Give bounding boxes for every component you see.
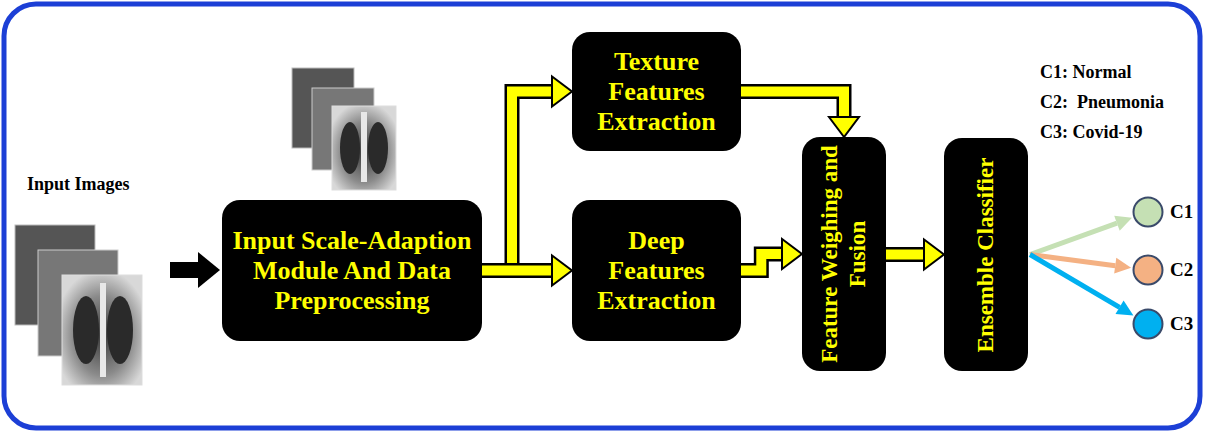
flow-arrow xyxy=(1030,216,1132,255)
class-circle: C2 xyxy=(1132,254,1164,286)
input-label: Input Images xyxy=(27,174,130,195)
process-box: Deep Features Extraction xyxy=(572,200,741,341)
class-circle: C1 xyxy=(1132,196,1164,228)
box-text: Input Scale-Adaption Module And Data Pre… xyxy=(230,226,474,316)
flow-arrow xyxy=(1030,255,1133,316)
flow-arrow xyxy=(482,77,572,271)
class-legend-text: C1: Normal xyxy=(1040,62,1131,83)
class-label: C3 xyxy=(1170,313,1193,335)
class-label: C2 xyxy=(1170,259,1193,281)
xray-stack-top xyxy=(292,68,396,190)
class-circle: C3 xyxy=(1132,308,1164,340)
flow-arrow xyxy=(886,240,944,270)
process-box: Texture Features Extraction xyxy=(572,32,741,151)
flow-arrow xyxy=(741,239,802,271)
class-label: C1 xyxy=(1170,201,1193,223)
circle-shape xyxy=(1132,308,1164,340)
vertical-process-box: Ensemble Classifier xyxy=(944,138,1028,371)
outer-frame xyxy=(4,4,1200,428)
circle-shape xyxy=(1132,254,1164,286)
xray-stack-input xyxy=(15,225,142,385)
box-text: Feature Weighing and Fusion xyxy=(816,144,872,364)
circle-shape xyxy=(1132,196,1164,228)
flow-arrow xyxy=(741,92,859,138)
class-legend-text: C3: Covid-19 xyxy=(1040,122,1143,143)
vertical-process-box: Feature Weighing and Fusion xyxy=(802,137,886,371)
process-box: Input Scale-Adaption Module And Data Pre… xyxy=(222,200,482,341)
flow-arrow xyxy=(482,256,572,286)
input-arrow xyxy=(170,252,220,288)
box-text: Ensemble Classifier xyxy=(972,145,1000,364)
class-legend-text: C2: Pneumonia xyxy=(1040,92,1164,113)
box-text: Texture Features Extraction xyxy=(580,47,733,137)
box-text: Deep Features Extraction xyxy=(580,226,733,316)
